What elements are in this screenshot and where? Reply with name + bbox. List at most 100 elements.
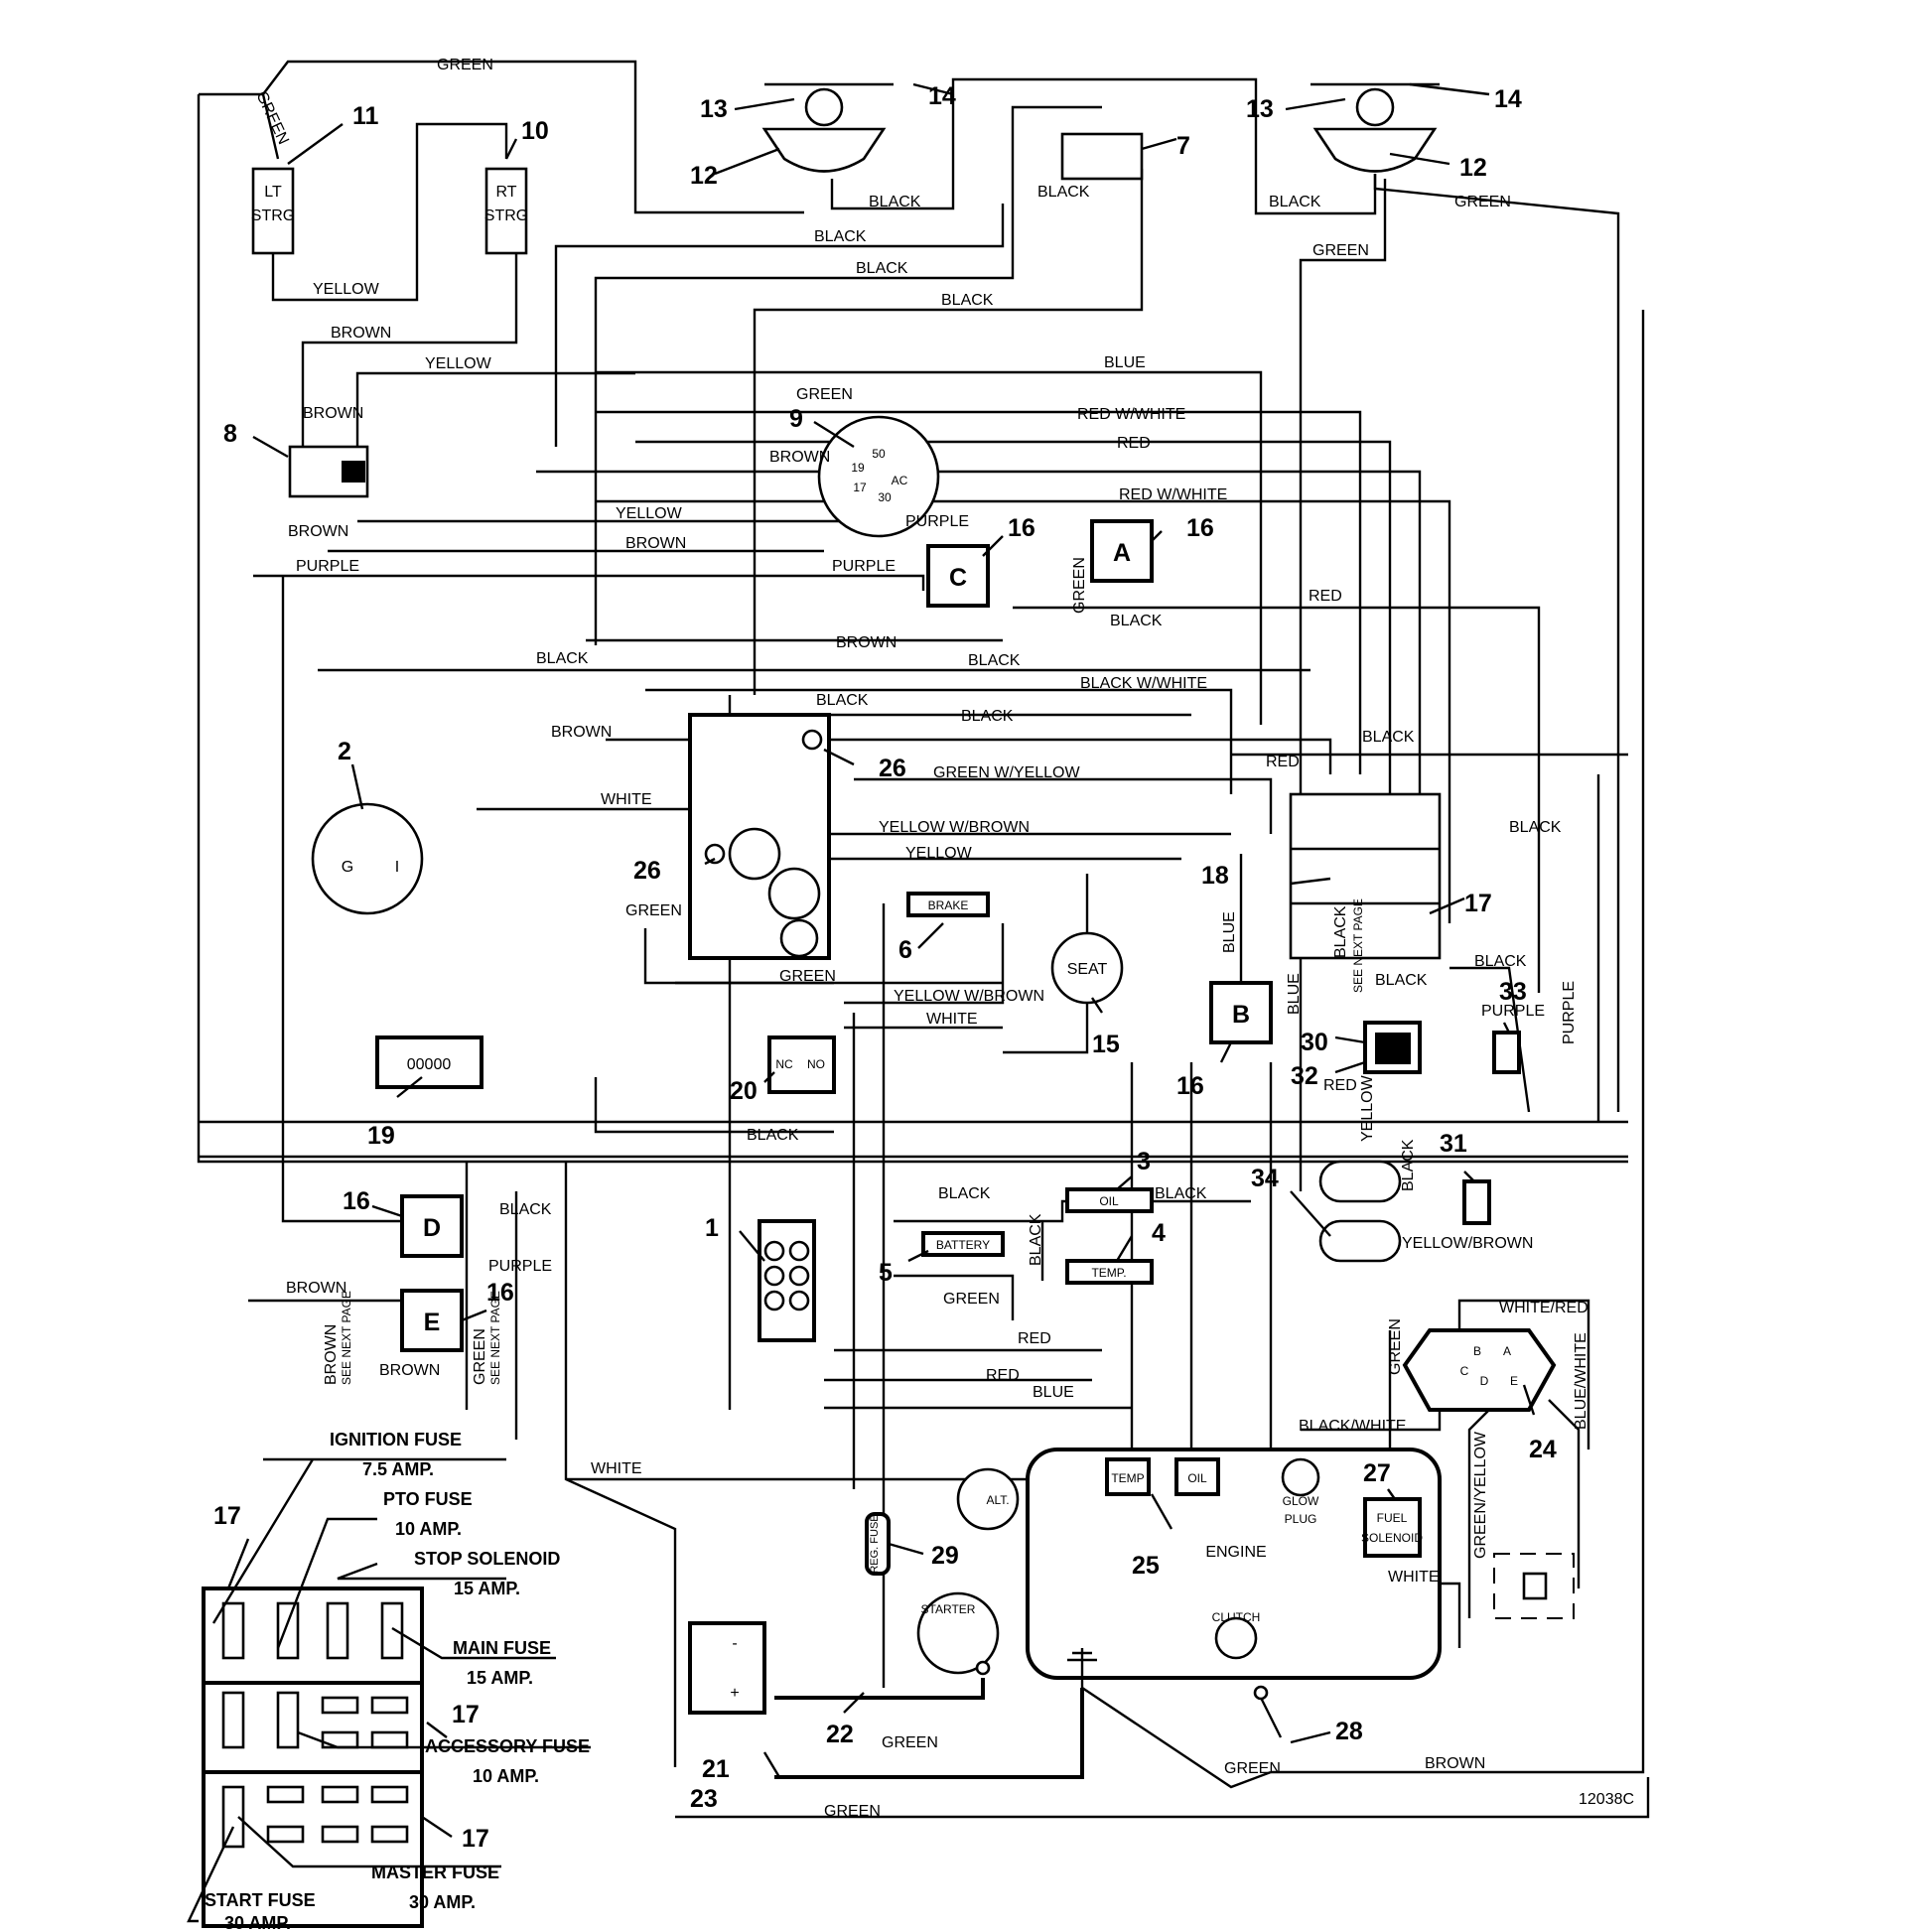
hour-meter-digits: 00000: [407, 1056, 452, 1073]
reg-fuse-29: REG. FUSE: [865, 1512, 891, 1576]
wl-green-26: GREEN: [625, 902, 682, 919]
wl-green-9: GREEN: [796, 386, 853, 403]
num-32: 32: [1291, 1062, 1318, 1090]
wire-black-20: [594, 1077, 834, 1134]
num-14-left: 14: [928, 82, 956, 110]
wl-purple-16: PURPLE: [905, 513, 969, 530]
wl-green-see-next: SEE NEXT PAGE: [488, 1291, 502, 1385]
wl-brown-see-next: SEE NEXT PAGE: [340, 1291, 353, 1385]
reg-a: A: [1503, 1344, 1511, 1358]
lamp-left: [761, 82, 894, 173]
fuse-ignition-name: IGNITION FUSE: [330, 1430, 462, 1449]
fuse-master-rating: 30 AMP.: [409, 1892, 476, 1912]
num-5: 5: [879, 1259, 893, 1287]
num-17-fusebox-low: 17: [462, 1825, 489, 1853]
wl-green-5: GREEN: [943, 1291, 1000, 1308]
wl-blue-16b-2: BLUE: [1286, 973, 1303, 1015]
ignition-module-2: G I: [311, 802, 424, 915]
leader-lines: [187, 82, 1536, 1923]
wl-white-27: WHITE: [1388, 1569, 1440, 1586]
wire-purple-left: [253, 574, 925, 591]
num-17-fusebox-mid: 17: [452, 1701, 480, 1728]
wire-brown-left: [606, 738, 1332, 774]
wl-yellow-top: YELLOW: [425, 355, 492, 372]
wl-black-5: BLACK: [938, 1185, 991, 1202]
wl-black-3: BLACK: [941, 292, 994, 309]
wl-black-17b: BLACK: [1375, 972, 1428, 989]
relay-e: E: [400, 1289, 464, 1352]
wire-green-r: [1299, 179, 1387, 1191]
wire-red-white-1: [596, 410, 1362, 774]
wl-brown-8a: BROWN: [303, 405, 363, 422]
wire-lamp-black: [830, 77, 1377, 215]
temp-sender-4: TEMP.: [1065, 1259, 1154, 1285]
component-30-32: [1363, 1021, 1422, 1074]
switch-20: NC NO: [767, 1035, 836, 1094]
wl-black-32: BLACK: [1400, 1139, 1417, 1191]
num-16-c: 16: [1008, 514, 1035, 542]
num-27: 27: [1363, 1459, 1391, 1487]
battery-conn-label: BATTERY: [936, 1238, 990, 1252]
battery-minus: -: [732, 1635, 737, 1652]
reg-c: C: [1460, 1364, 1469, 1378]
wl-red-white-1: RED W/WHITE: [1077, 406, 1185, 423]
num-3: 3: [1137, 1148, 1151, 1175]
wl-black-18b: BLACK: [1509, 819, 1562, 836]
reg-d: D: [1480, 1374, 1489, 1388]
num-7: 7: [1176, 132, 1190, 160]
wire-black-2: [554, 204, 1005, 447]
wl-green-r2: GREEN: [1312, 242, 1369, 259]
component-31: [1462, 1179, 1491, 1225]
connector-34: [1318, 1219, 1402, 1263]
wire-black-1: [1011, 105, 1102, 204]
wl-black-3: BLACK: [1155, 1185, 1207, 1202]
component-8-connector: [288, 445, 369, 498]
glow-label-1: GLOW: [1283, 1494, 1319, 1508]
wire-green-top: [199, 60, 804, 214]
num-17-fusebox: 17: [213, 1502, 241, 1530]
wire-blue-white: [1548, 1399, 1581, 1588]
wire-green-28: [1081, 1687, 1272, 1789]
wire-left-outer: [197, 94, 1628, 1164]
num-26-upper: 26: [879, 755, 906, 782]
oil-sender-label: OIL: [1099, 1194, 1119, 1208]
wl-black-18: BLACK: [1362, 729, 1415, 746]
sensor-28: [1253, 1685, 1283, 1738]
wl-green-24: GREEN: [1387, 1318, 1404, 1375]
wl-yellow-w-brown: YELLOW W/BROWN: [879, 819, 1030, 836]
num-12-left: 12: [690, 162, 718, 190]
fuse-box-17: [202, 1587, 424, 1928]
num-1: 1: [705, 1214, 719, 1242]
wl-green-brake: GREEN: [779, 968, 836, 985]
battery-21: - +: [688, 1621, 766, 1715]
wl-brown-26: BROWN: [836, 634, 897, 651]
wl-black-lamp: BLACK: [869, 194, 921, 210]
component-33: [1492, 1031, 1521, 1074]
wire-yellow-top: [355, 371, 635, 447]
wl-black-26b: BLACK: [961, 708, 1014, 725]
oil-sender-3: OIL: [1065, 1187, 1154, 1213]
num-24: 24: [1529, 1436, 1557, 1463]
relay-b-label: B: [1232, 1001, 1250, 1029]
wl-brown-see: BROWN: [323, 1324, 340, 1385]
engine-oil-label: OIL: [1187, 1471, 1207, 1485]
module-g: G: [342, 859, 353, 876]
fuse-main-rating: 15 AMP.: [467, 1668, 533, 1688]
wire-green-bottom: [675, 1777, 1650, 1819]
module-l: I: [395, 859, 399, 876]
wl-black-5v: BLACK: [1028, 1213, 1044, 1266]
relay-a-label: A: [1113, 539, 1131, 567]
fuse-stop-rating: 15 AMP.: [454, 1579, 520, 1598]
wl-purple-left: PURPLE: [296, 558, 359, 575]
engine: ENGINE TEMP OIL GLOW PLUG FUEL SOLENOID …: [1026, 1448, 1442, 1688]
wiring-harness: [197, 60, 1650, 1819]
alt-label: ALT.: [986, 1493, 1009, 1507]
wire-green-23: [774, 1688, 1084, 1779]
fuse-pto-name: PTO FUSE: [383, 1489, 473, 1509]
starter: STARTER: [916, 1591, 1000, 1676]
switch-no: NO: [807, 1057, 825, 1071]
num-2: 2: [338, 738, 351, 765]
reg-fuse-label: REG. FUSE: [869, 1514, 881, 1573]
rt-strg-label-1: RT: [495, 184, 516, 201]
